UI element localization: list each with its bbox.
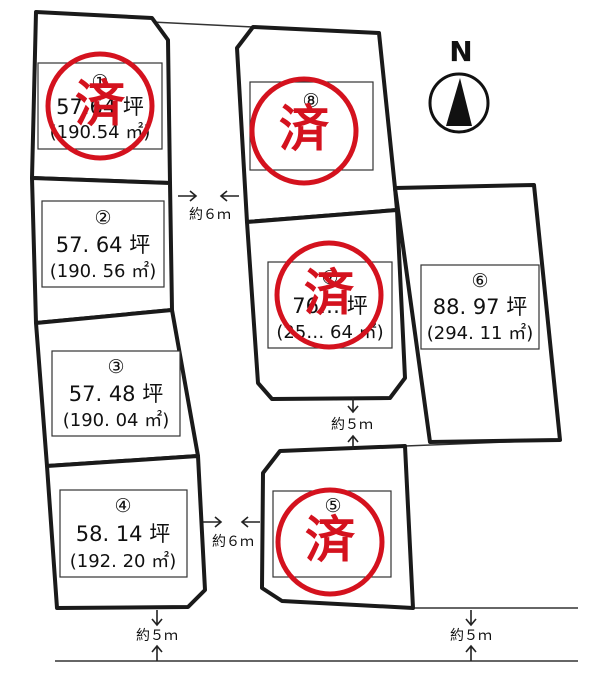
compass: N [428, 35, 490, 134]
lot-6-area-m2: (294. 11 ㎡) [427, 322, 533, 344]
sold-stamp-text: 済 [305, 511, 356, 569]
lot-8-text: ⑧ [302, 90, 319, 112]
lot-3-area-m2: (190. 04 ㎡) [63, 409, 169, 431]
road-bottom-right-label: 約５ｍ [450, 628, 492, 644]
lot-6-area: 88. 97 坪 [433, 295, 527, 319]
lot-2-area-m2: (190. 56 ㎡) [50, 260, 156, 282]
lot-1-number: ① [91, 71, 108, 93]
lot-1-text: ① 57.64 坪 (190.54 ㎡) [50, 71, 151, 143]
lot-6-label-box [420, 264, 540, 350]
road-lower-center-indicator: 約６ｍ [203, 516, 260, 550]
north-arrow-icon [446, 78, 472, 126]
up-arrow-icon [347, 434, 359, 450]
lot-4-text: ④ 58. 14 坪 (192. 20 ㎡) [70, 495, 176, 572]
down-arrow-icon [347, 398, 359, 414]
down-arrow-icon [465, 610, 477, 627]
lot-2-label-box [41, 200, 165, 288]
top-boundary-line [151, 21, 254, 28]
sold-stamp-text: 済 [75, 75, 126, 133]
road-lower-center-label: 約６ｍ [212, 534, 254, 550]
left-arrow-icon [219, 190, 239, 202]
lot-8-number: ⑧ [302, 90, 319, 112]
compass-north-label: N [449, 35, 472, 68]
right-arrow-icon [203, 516, 223, 528]
sold-stamp-text: 済 [304, 264, 355, 322]
lot-8-sold-stamp: 済 [249, 76, 359, 186]
compass-ring [428, 72, 490, 134]
lot-3-area: 57. 48 坪 [69, 382, 163, 406]
left-arrow-icon [240, 516, 260, 528]
road-between-7-5-indicator: 約５ｍ [331, 398, 373, 450]
lot-1-area-m2: (190.54 ㎡) [50, 121, 151, 143]
lot-2-number: ② [94, 207, 111, 229]
lot-7-area: 76… 坪 [292, 294, 367, 318]
lot-4-number: ④ [114, 495, 131, 517]
up-arrow-icon [151, 644, 163, 661]
down-arrow-icon [151, 610, 163, 627]
road-bottom-left-indicator: 約５ｍ [136, 610, 178, 661]
sold-stamp-ring [249, 76, 359, 186]
road-upper-center-label: 約６ｍ [189, 207, 231, 223]
lot-5-number: ⑤ [324, 495, 341, 517]
lot-3-label-box [51, 350, 181, 437]
lot-4-area-m2: (192. 20 ㎡) [70, 550, 176, 572]
lot-1-area: 57.64 坪 [56, 95, 144, 119]
lot-4-area: 58. 14 坪 [76, 522, 170, 546]
road-upper-center-indicator: 約６ｍ [178, 190, 239, 223]
lot-3-number: ③ [107, 356, 124, 378]
road-between-7-5-label: 約５ｍ [331, 417, 373, 433]
sold-stamp-ring [274, 240, 384, 350]
lot-7-label-box [267, 261, 393, 349]
lot-2-text: ② 57. 64 坪 (190. 56 ㎡) [50, 207, 156, 282]
sold-stamp-ring [275, 487, 385, 597]
lot-1-sold-stamp: 済 [45, 51, 155, 161]
lot-7-number: ⑦ [321, 267, 338, 289]
up-arrow-icon [465, 644, 477, 661]
lot-7-sold-stamp: 済 [274, 240, 384, 350]
road-bottom-left-label: 約５ｍ [136, 628, 178, 644]
lot-5-sold-stamp: 済 [275, 487, 385, 597]
lot-5-text: ⑤ [324, 495, 341, 517]
road-bottom-right-indicator: 約５ｍ [450, 610, 492, 661]
lot-2-area: 57. 64 坪 [56, 233, 150, 257]
right-arrow-icon [178, 190, 198, 202]
sold-stamp-text: 済 [279, 100, 330, 158]
lot-4-label-box [59, 489, 188, 578]
lot-3-text: ③ 57. 48 坪 (190. 04 ㎡) [63, 356, 169, 431]
lot-6-text: ⑥ 88. 97 坪 (294. 11 ㎡) [427, 270, 533, 344]
lot-6-number: ⑥ [471, 270, 488, 292]
sold-stamp-ring [45, 51, 155, 161]
